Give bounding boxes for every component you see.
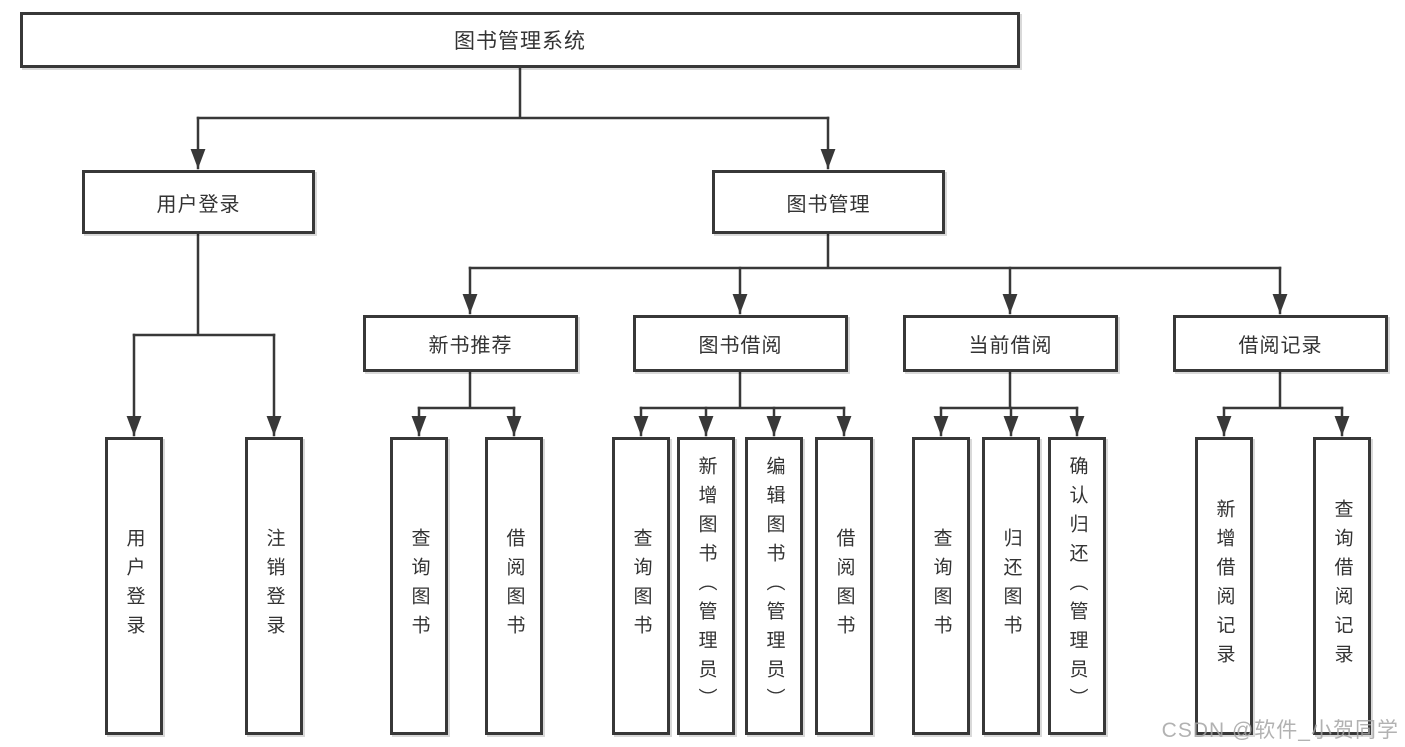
connector-root-bus <box>196 66 830 120</box>
leaf-records-add-label: 新增借阅记录 <box>1213 499 1235 673</box>
leaf-current-return: 归还图书 <box>982 437 1040 735</box>
connector-current-borrow-bus <box>939 370 1079 410</box>
node-group-current-borrow-label: 当前借阅 <box>968 335 1053 357</box>
node-group-book-borrow: 图书借阅 <box>633 315 848 372</box>
leaf-current-confirm-admin: 确认归还（管理员） <box>1048 437 1106 735</box>
leaf-borrow-borrow-label: 借阅图书 <box>833 528 855 644</box>
node-group-current-borrow: 当前借阅 <box>903 315 1118 372</box>
leaf-borrow-add-admin-label: 新增图书（管理员） <box>695 455 717 717</box>
leaf-user-login: 用户登录 <box>105 437 163 735</box>
connector-user-login-bus <box>132 232 276 337</box>
leaf-borrow-borrow: 借阅图书 <box>815 437 873 735</box>
node-group-new-book: 新书推荐 <box>363 315 578 372</box>
node-group-borrow-records: 借阅记录 <box>1173 315 1388 372</box>
leaf-newbook-query-label: 查询图书 <box>408 528 430 644</box>
leaf-newbook-borrow-label: 借阅图书 <box>503 528 525 644</box>
connector-book-mgmt-bus <box>468 231 1282 270</box>
leaf-user-login-label: 用户登录 <box>123 528 145 644</box>
watermark: CSDN @软件_小贺同学 <box>1161 719 1399 742</box>
leaf-borrow-edit-admin-label: 编辑图书（管理员） <box>763 455 785 717</box>
leaf-records-query: 查询借阅记录 <box>1313 437 1371 735</box>
node-book-mgmt-branch-label: 图书管理 <box>786 193 871 216</box>
leaf-records-add: 新增借阅记录 <box>1195 437 1253 735</box>
connector-book-borrow-bus <box>639 370 846 410</box>
leaf-borrow-query: 查询图书 <box>612 437 670 735</box>
node-library-system: 图书管理系统 <box>20 12 1020 68</box>
node-group-new-book-label: 新书推荐 <box>428 335 513 357</box>
leaf-borrow-add-admin: 新增图书（管理员） <box>677 437 735 735</box>
leaf-newbook-query: 查询图书 <box>390 437 448 735</box>
leaf-newbook-borrow: 借阅图书 <box>485 437 543 735</box>
leaf-logout: 注销登录 <box>245 437 303 735</box>
leaf-current-query-label: 查询图书 <box>930 528 952 644</box>
connector-borrow-records-bus <box>1222 370 1344 410</box>
leaf-logout-label: 注销登录 <box>263 528 285 644</box>
node-library-system-label: 图书管理系统 <box>454 30 586 53</box>
leaf-borrow-query-label: 查询图书 <box>630 528 652 644</box>
leaf-current-query: 查询图书 <box>912 437 970 735</box>
leaf-current-confirm-admin-label: 确认归还（管理员） <box>1066 455 1088 717</box>
node-group-borrow-records-label: 借阅记录 <box>1238 335 1323 357</box>
connector-new-book-bus <box>417 370 516 410</box>
node-user-login-branch-label: 用户登录 <box>156 193 241 216</box>
leaf-current-return-label: 归还图书 <box>1000 528 1022 644</box>
node-book-mgmt-branch: 图书管理 <box>712 170 945 234</box>
node-group-book-borrow-label: 图书借阅 <box>698 335 783 357</box>
leaf-borrow-edit-admin: 编辑图书（管理员） <box>745 437 803 735</box>
node-user-login-branch: 用户登录 <box>82 170 315 234</box>
leaf-records-query-label: 查询借阅记录 <box>1331 499 1353 673</box>
